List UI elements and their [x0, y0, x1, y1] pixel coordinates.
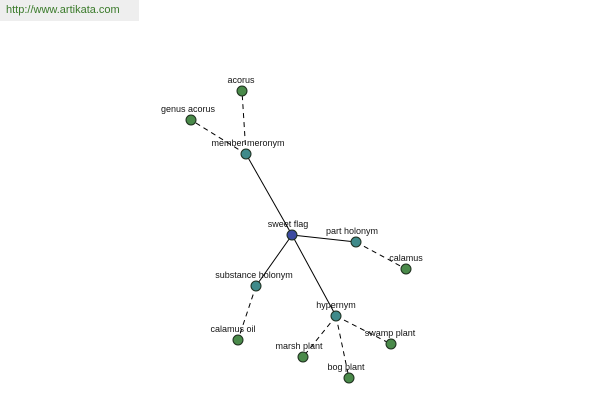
node-circle-member-meronym[interactable]	[240, 148, 252, 160]
node-circle-marsh-plant[interactable]	[297, 351, 309, 363]
edge-sweet-flag-to-part-holonym	[291, 234, 357, 243]
node-circle-genus-acorus[interactable]	[185, 114, 197, 126]
node-circle-part-holonym[interactable]	[350, 236, 362, 248]
node-genus-acorus[interactable]: genus acorus	[161, 104, 216, 126]
node-sweet-flag[interactable]: sweet flag	[268, 219, 309, 241]
edge-hypernym-to-swamp-plant	[335, 315, 392, 345]
source-url-banner[interactable]: http://www.artikata.com	[0, 0, 139, 21]
edge-part-holonym-to-calamus	[355, 241, 407, 270]
edge-sweet-flag-to-substance-holonym	[255, 234, 293, 287]
node-label-marsh-plant: marsh plant	[275, 341, 323, 351]
node-label-member-meronym: member meronym	[211, 138, 284, 148]
edge-substance-holonym-to-calamus-oil	[237, 285, 257, 341]
node-acorus[interactable]: acorus	[227, 75, 255, 97]
node-label-part-holonym: part holonym	[326, 226, 378, 236]
node-label-acorus: acorus	[227, 75, 255, 85]
node-member-meronym[interactable]: member meronym	[211, 138, 285, 160]
node-part-holonym[interactable]: part holonym	[326, 226, 378, 248]
node-label-calamus: calamus	[389, 253, 423, 263]
node-circle-substance-holonym[interactable]	[250, 280, 262, 292]
node-swamp-plant[interactable]: swamp plant	[365, 328, 416, 350]
edge-sweet-flag-to-member-meronym	[245, 153, 293, 236]
edge-member-meronym-to-genus-acorus	[190, 119, 247, 155]
node-calamus-oil[interactable]: calamus oil	[210, 324, 256, 346]
node-label-hypernym: hypernym	[316, 300, 356, 310]
node-circle-sweet-flag[interactable]	[286, 229, 298, 241]
node-circle-calamus[interactable]	[400, 263, 412, 275]
node-label-calamus-oil: calamus oil	[210, 324, 255, 334]
node-circle-swamp-plant[interactable]	[385, 338, 397, 350]
node-label-bog-plant: bog plant	[327, 362, 365, 372]
node-marsh-plant[interactable]: marsh plant	[275, 341, 323, 363]
node-bog-plant[interactable]: bog plant	[327, 362, 365, 384]
node-label-genus-acorus: genus acorus	[161, 104, 216, 114]
node-circle-acorus[interactable]	[236, 85, 248, 97]
node-calamus[interactable]: calamus	[389, 253, 423, 275]
node-circle-hypernym[interactable]	[330, 310, 342, 322]
nodes-layer: sweet flag member meronym part holonym subs…	[161, 75, 423, 384]
edge-member-meronym-to-acorus	[241, 90, 247, 155]
node-label-substance-holonym: substance holonym	[215, 270, 293, 280]
node-circle-calamus-oil[interactable]	[232, 334, 244, 346]
edge-hypernym-to-bog-plant	[335, 315, 350, 379]
node-substance-holonym[interactable]: substance holonym	[215, 270, 293, 292]
node-hypernym[interactable]: hypernym	[316, 300, 356, 322]
node-circle-bog-plant[interactable]	[343, 372, 355, 384]
node-label-swamp-plant: swamp plant	[365, 328, 416, 338]
edge-sweet-flag-to-hypernym	[291, 234, 337, 317]
node-label-sweet-flag: sweet flag	[268, 219, 309, 229]
edges-layer	[190, 90, 407, 379]
